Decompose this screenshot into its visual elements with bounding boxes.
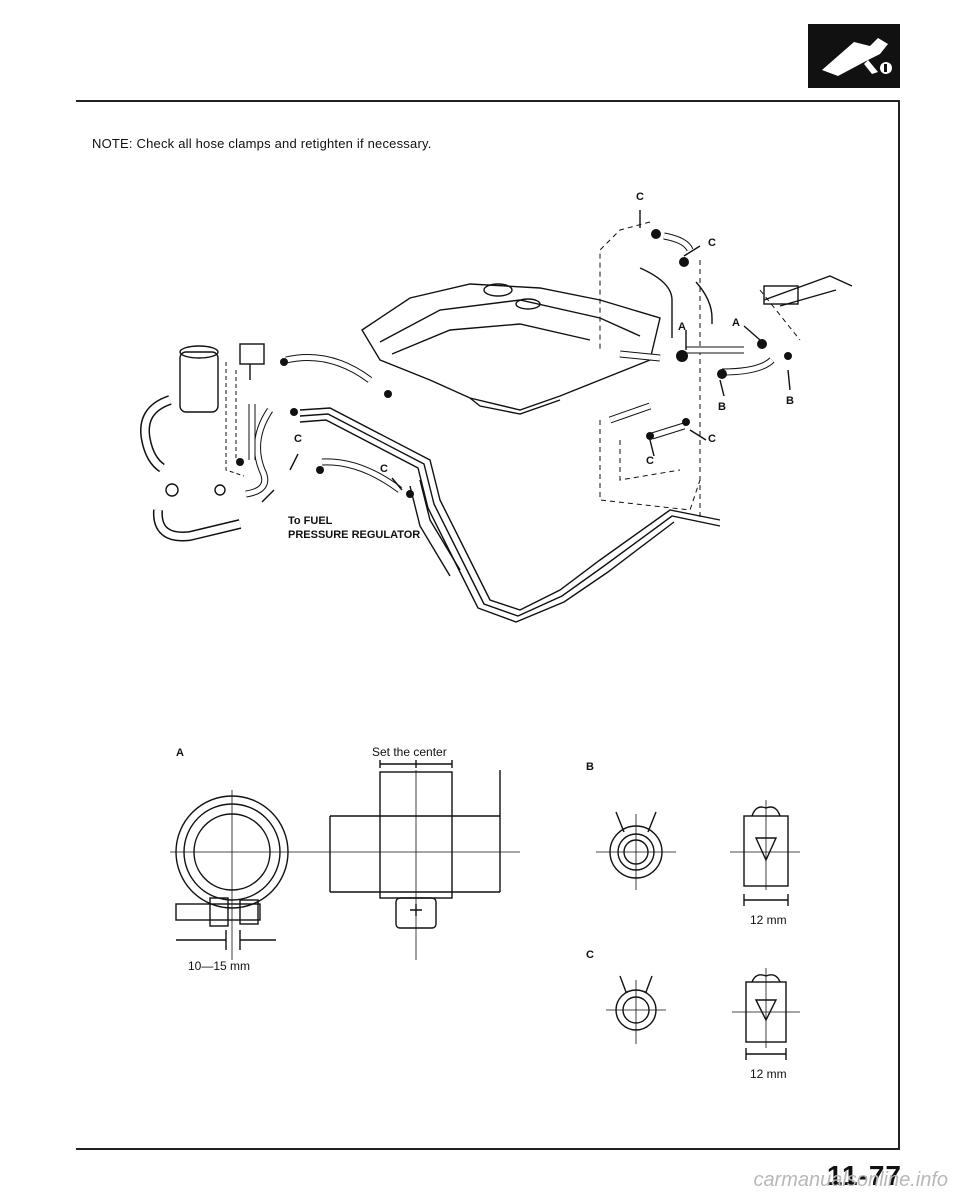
callout-c-left: C	[294, 433, 302, 445]
detail-c-dimension: 12 mm	[750, 1067, 787, 1081]
fuel-nozzle-icon	[822, 38, 892, 76]
detail-a-clamp	[170, 790, 300, 960]
watermark-text: carmanualsonline.info	[753, 1169, 948, 1191]
callout-b-right: B	[786, 395, 794, 407]
set-the-center-label: Set the center	[372, 745, 447, 759]
callout-c-mid: C	[646, 455, 654, 467]
detail-b-clamp	[596, 800, 800, 906]
detail-c-label: C	[586, 949, 594, 961]
note-text: NOTE: Check all hose clamps and retighte…	[92, 136, 432, 151]
detail-a-side-view	[300, 760, 520, 960]
charcoal-canister	[179, 351, 219, 413]
callout-c-center: C	[380, 463, 388, 475]
detail-b-dimension: 12 mm	[750, 913, 787, 927]
callout-b-left: B	[718, 401, 726, 413]
fuel-section-tab	[808, 24, 900, 88]
bottom-rule	[76, 1148, 900, 1150]
pressure-regulator-label: PRESSURE REGULATOR	[288, 529, 420, 541]
detail-b-label: B	[586, 761, 594, 773]
detail-a-dimension: 10—15 mm	[188, 959, 250, 973]
page-number: 11-77	[826, 1160, 902, 1191]
to-fuel-label: To FUEL	[288, 515, 333, 527]
detail-a-label: A	[176, 747, 184, 759]
callout-a-left: A	[678, 321, 686, 333]
callout-a-right: A	[732, 317, 740, 329]
detail-c-clamp	[606, 968, 800, 1060]
callout-c-upper-right: C	[708, 237, 716, 249]
callout-c-mid-right: C	[708, 433, 716, 445]
frame-right-border	[898, 100, 900, 1150]
fuel-tank	[361, 283, 661, 411]
top-rule	[76, 100, 900, 102]
callout-c-top: C	[636, 191, 644, 203]
